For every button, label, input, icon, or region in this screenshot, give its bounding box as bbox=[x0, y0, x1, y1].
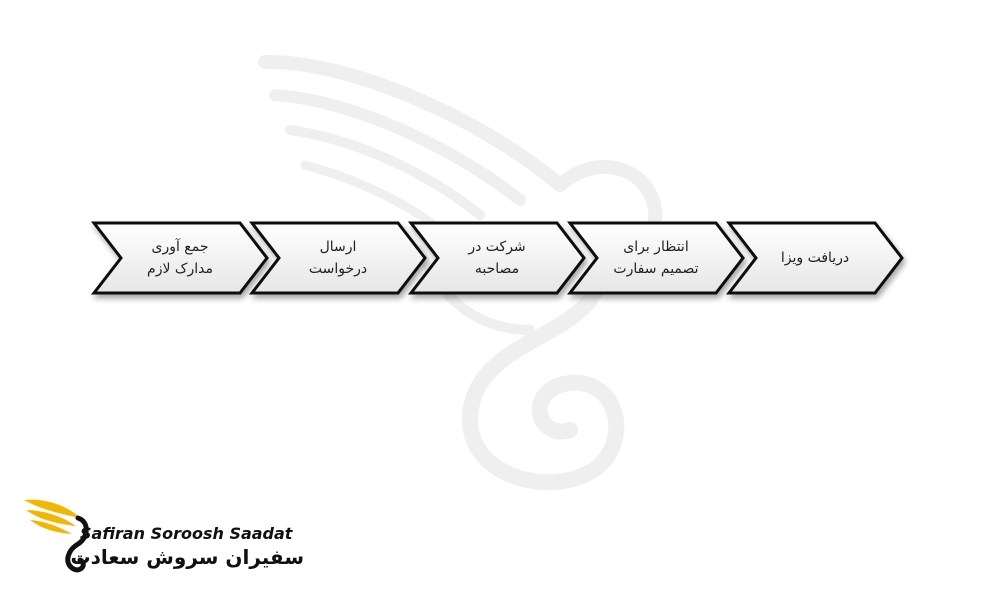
logo-name-persian: سفیران سروش سعادت bbox=[70, 545, 305, 569]
step-2-line-1: ارسال bbox=[319, 239, 357, 255]
step-5-line-1: دریافت ویزا bbox=[780, 250, 850, 266]
step-3-line-2: مصاحبه bbox=[474, 261, 520, 277]
winged-swan-logo-icon bbox=[24, 499, 89, 573]
step-3-line-1: شرکت در bbox=[468, 239, 526, 255]
step-1-line-1: جمع آوری bbox=[151, 239, 209, 255]
step-4-line-1: انتظار برای bbox=[623, 239, 689, 255]
company-logo: Safiran Soroosh Saadat سفیران سروش سعادت bbox=[22, 492, 305, 582]
step-3: شرکت در مصاحبه bbox=[407, 220, 587, 296]
step-5: دریافت ویزا bbox=[725, 220, 905, 296]
step-1-line-2: مدارک لازم bbox=[147, 261, 213, 277]
step-2-line-2: درخواست bbox=[308, 261, 368, 277]
logo-name-english: Safiran Soroosh Saadat bbox=[80, 524, 293, 543]
step-4: انتظار برای تصمیم سفارت bbox=[566, 220, 746, 296]
step-4-line-2: تصمیم سفارت bbox=[613, 261, 699, 277]
step-1: جمع آوری مدارک لازم bbox=[90, 220, 270, 296]
step-2: ارسال درخواست bbox=[248, 220, 428, 296]
